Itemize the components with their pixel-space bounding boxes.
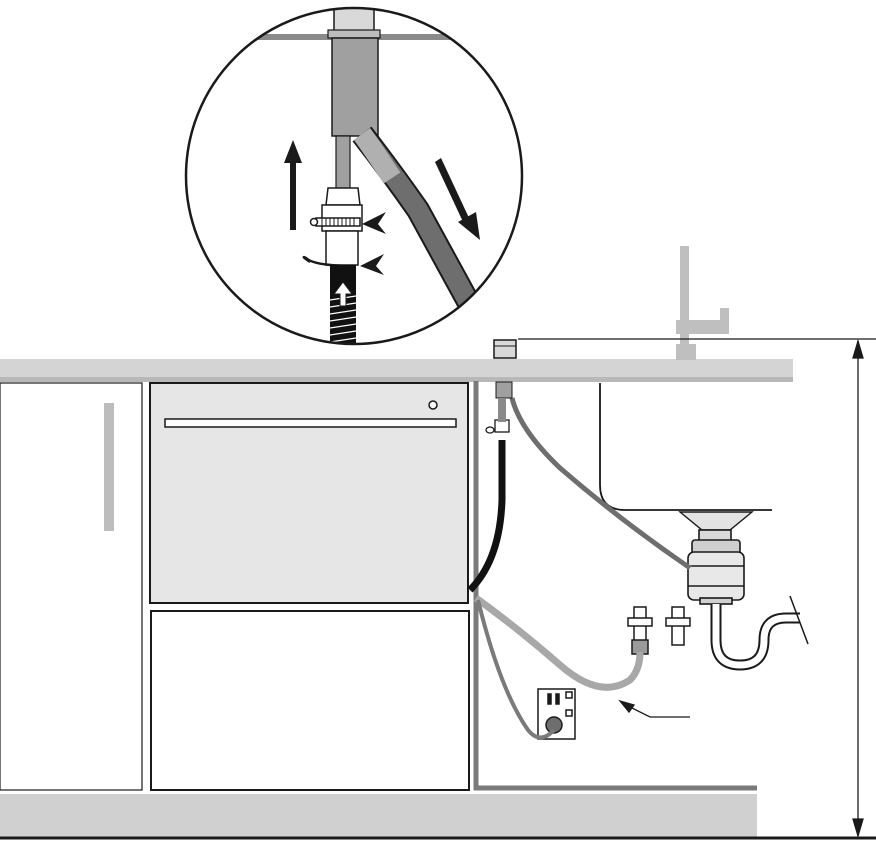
dishwasher-drawer-upper: [150, 383, 468, 603]
countertop-edge: [0, 377, 793, 382]
dishwasher-drawer-lower: [151, 611, 469, 790]
left-cabinet-handle: [104, 403, 114, 531]
faucet: [676, 246, 729, 360]
status-light: [429, 401, 437, 409]
detail-inset: [186, 4, 522, 350]
electrical-outlet: [538, 689, 575, 739]
left-cabinet: [0, 383, 142, 790]
water-shutoff-valves: [628, 607, 690, 654]
toe-kick: [0, 794, 757, 837]
sink-drain-flange: [680, 512, 752, 530]
air-gap-to-disposer-hose: [512, 398, 690, 568]
sink: [600, 383, 772, 510]
supply-hose-pointer: [620, 701, 690, 717]
air-gap-cap: [494, 340, 516, 358]
upper-drawer-handle: [165, 419, 456, 427]
garbage-disposer: [688, 530, 744, 604]
air-gap-body: [496, 382, 512, 398]
